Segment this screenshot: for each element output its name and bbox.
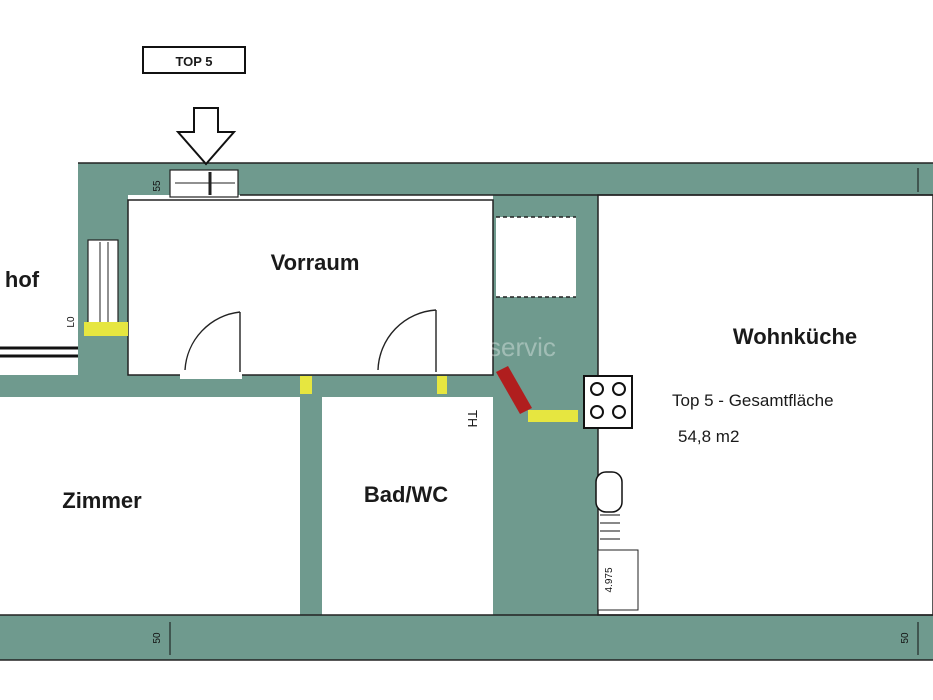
counter-label: 4.975 <box>604 567 615 592</box>
bad-floor <box>322 397 493 615</box>
dim-lh-label: L0 <box>66 316 77 328</box>
entrance-door: 55 <box>152 169 239 198</box>
zimmer-floor <box>0 397 300 615</box>
sink-icon <box>595 471 623 540</box>
room-label-zimmer: Zimmer <box>62 488 142 513</box>
wall-outlines <box>0 162 933 661</box>
kitchen-counter: 4.975 <box>597 549 639 611</box>
watermark: servic <box>488 332 556 362</box>
door-strips <box>180 366 578 422</box>
summary-line-1: Top 5 - Gesamtfläche <box>672 391 834 410</box>
dim-top-label: 55 <box>152 180 163 192</box>
room-floors <box>0 195 933 615</box>
passage-floor <box>496 217 576 297</box>
room-label-hof: hof <box>5 267 40 292</box>
entrance-arrow-icon <box>175 107 237 166</box>
th-label: TH <box>465 410 480 427</box>
wohnkueche-floor <box>598 195 933 615</box>
hof-floor <box>0 200 78 375</box>
door-swings <box>184 309 437 372</box>
stove-icon <box>583 375 633 429</box>
left-window: L0 <box>0 239 128 358</box>
summary-line-2: 54,8 m2 <box>678 427 739 446</box>
unit-tag: TOP 5 <box>142 46 246 74</box>
room-label-wohnkueche: Wohnküche <box>733 324 857 349</box>
dim-right-label: 50 <box>900 632 911 644</box>
room-label-vorraum: Vorraum <box>271 250 360 275</box>
dim-left-label: 50 <box>152 632 163 644</box>
unit-tag-label: TOP 5 <box>175 54 212 69</box>
dimension-marks: 50 50 <box>152 168 919 655</box>
vorraum-floor <box>128 200 493 375</box>
room-label-bad: Bad/WC <box>364 482 448 507</box>
